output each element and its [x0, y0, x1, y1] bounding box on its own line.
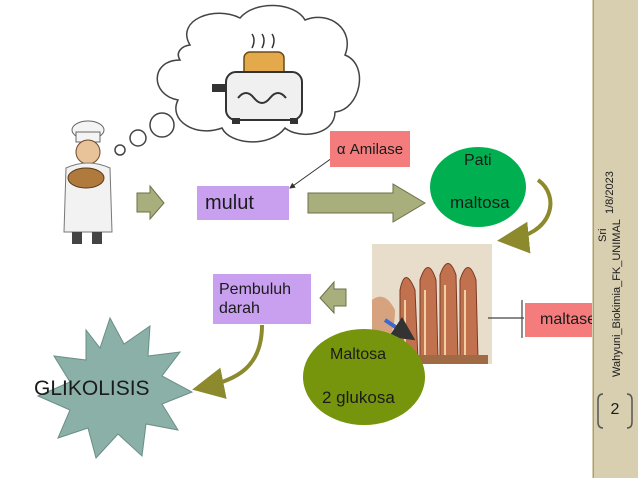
date-label: 1/8/2023: [604, 171, 616, 214]
amilase-box: α Amilase: [330, 131, 410, 167]
arrow-pembuluh-to-glikolisis: [192, 324, 264, 399]
arrow-intestine-to-pembuluh: [319, 280, 347, 315]
maltosa-circle: [303, 329, 425, 425]
maltase-connector: [488, 300, 524, 338]
arrow-pati-to-intestine: [497, 178, 553, 254]
pati-label: Pati: [464, 152, 492, 169]
page-number: 2: [610, 401, 620, 418]
maltosa-label: Maltosa: [330, 346, 387, 363]
sidebar: [592, 0, 638, 478]
glukosa-label: 2 glukosa: [322, 388, 395, 407]
arrow-amilase-to-mulut: [289, 157, 333, 189]
mulut-box: mulut: [197, 186, 289, 220]
page-number-badge: 2: [596, 392, 634, 430]
amilase-label: α Amilase: [336, 140, 404, 158]
author-line2: Wahyuni_Biokimia_FK_UNIMAL: [611, 219, 623, 377]
mulut-label: mulut: [205, 191, 254, 214]
intestine-villi-icon: [372, 244, 492, 364]
maltosa-top-label: maltosa: [450, 193, 510, 212]
sidebar-divider: [593, 0, 594, 478]
toaster-icon: [212, 33, 303, 124]
author-line1: Sri: [597, 228, 609, 242]
chef-icon: [63, 120, 113, 244]
arrow-mulut-to-pati: [307, 183, 426, 223]
block-arrows: [136, 183, 426, 315]
glikolisis-label: GLIKOLISIS: [34, 377, 150, 400]
pembuluh-box: Pembuluh darah: [213, 274, 311, 324]
pembuluh-label: Pembuluh: [219, 281, 292, 298]
darah-label: darah: [219, 300, 260, 317]
maltase-label: maltase: [539, 311, 597, 328]
arrow-chef-to-mulut: [136, 184, 165, 221]
pati-circle: [430, 147, 526, 227]
glikolisis-star: [36, 316, 194, 460]
